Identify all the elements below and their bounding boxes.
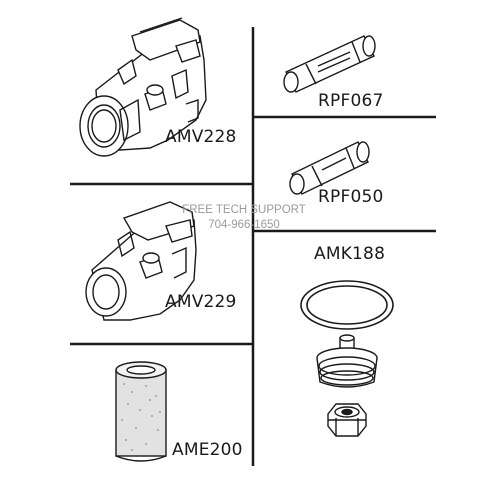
filter-texture	[121, 383, 161, 451]
check-valve-drawing-2	[85, 201, 197, 321]
part-number-ame200: AME200	[172, 440, 243, 460]
diaphragm-plunger-drawing	[316, 334, 378, 388]
grid-lines	[70, 27, 436, 466]
gasket-ring-drawing	[300, 280, 394, 330]
part-number-amv228: AMV228	[165, 127, 237, 147]
watermark-line-1: FREE TECH SUPPORT	[182, 204, 306, 216]
watermark-line-2: 704-966-1650	[208, 219, 280, 231]
check-valve-drawing	[79, 17, 207, 157]
part-number-rpf050: RPF050	[318, 187, 384, 207]
fuse-drawing-2	[289, 141, 370, 195]
part-number-amv229: AMV229	[165, 292, 237, 312]
filter-element-drawing	[115, 361, 167, 462]
part-number-rpf067: RPF067	[318, 91, 384, 111]
part-number-amk188: AMK188	[314, 244, 386, 264]
fuse-drawing	[283, 35, 376, 93]
valve-nut-drawing	[327, 403, 367, 437]
